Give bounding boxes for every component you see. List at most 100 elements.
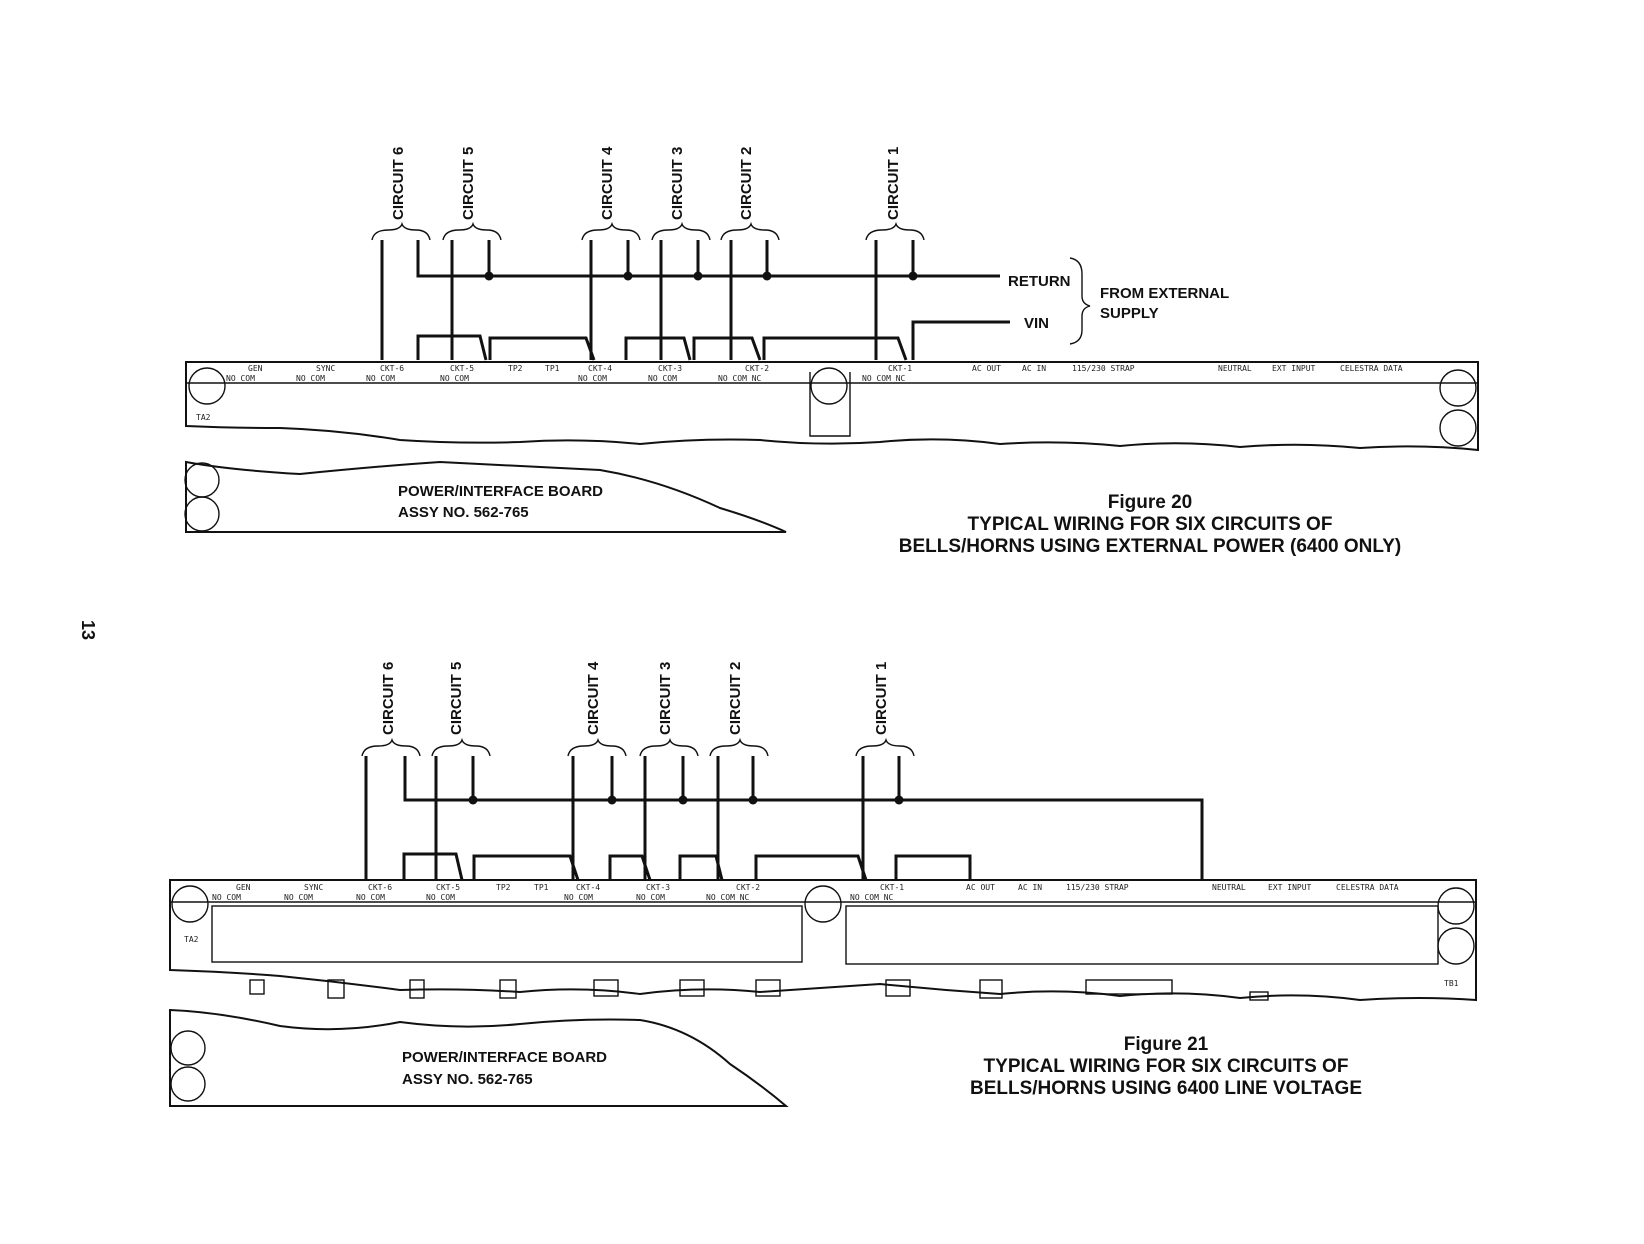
fig21-field-wires <box>364 756 865 880</box>
svg-text:SYNC: SYNC <box>316 364 335 373</box>
svg-text:NO COM: NO COM <box>296 374 325 383</box>
fig21-board-components <box>249 979 1269 1001</box>
svg-text:NO COM: NO COM <box>212 893 241 902</box>
svg-text:NEUTRAL: NEUTRAL <box>1218 364 1252 373</box>
fig21-circuit-5-label: CIRCUIT 5 <box>448 662 465 735</box>
fig20-supply-label-1: FROM EXTERNAL <box>1100 285 1229 302</box>
fig20-circuit-6-label: CIRCUIT 6 <box>390 147 407 220</box>
fig21-circuit-2-label: CIRCUIT 2 <box>727 662 744 735</box>
fig20-jumper-chain <box>416 334 908 361</box>
fig20-vin-label: VIN <box>1024 315 1049 332</box>
fig21-board-strip <box>169 879 1477 1002</box>
svg-text:TP2: TP2 <box>508 364 523 373</box>
svg-text:NO COM: NO COM <box>366 374 395 383</box>
svg-text:CKT-4: CKT-4 <box>576 883 600 892</box>
fig21-tb1-label: TB1 <box>1444 979 1459 988</box>
fig20-ta2-label: TA2 <box>196 413 211 422</box>
fig21-jumper-chain <box>402 852 972 881</box>
fig20-circuit-5-label: CIRCUIT 5 <box>460 147 477 220</box>
fig21-caption-line-1: TYPICAL WIRING FOR SIX CIRCUITS OF <box>984 1056 1349 1077</box>
svg-text:NO COM NC: NO COM NC <box>706 893 750 902</box>
fig20-terminal-labels: GEN SYNC CKT-6 CKT-5 TP2 TP1 CKT-4 CKT-3… <box>226 364 1403 383</box>
fig21-board-piece <box>169 1008 789 1107</box>
svg-text:CKT-1: CKT-1 <box>880 883 904 892</box>
fig21-circuit-3-label: CIRCUIT 3 <box>657 662 674 735</box>
svg-text:CKT-6: CKT-6 <box>368 883 392 892</box>
fig20-vin-line <box>911 320 1010 360</box>
fig20-field-wires <box>380 240 878 360</box>
fig20-circuit-3-label: CIRCUIT 3 <box>669 147 686 220</box>
fig20-circuit-2-label: CIRCUIT 2 <box>738 147 755 220</box>
fig20-caption-title: Figure 20 <box>1108 492 1192 513</box>
svg-text:NO COM NC: NO COM NC <box>862 374 906 383</box>
fig21-board-name: POWER/INTERFACE BOARD <box>402 1049 607 1066</box>
svg-text:CKT-3: CKT-3 <box>646 883 670 892</box>
fig20-circuit-1-label: CIRCUIT 1 <box>885 147 902 220</box>
fig20-supply-label-2: SUPPLY <box>1100 305 1159 322</box>
fig20-braces <box>371 221 925 241</box>
fig21-bus-drops <box>468 756 904 805</box>
fig20-board-piece <box>185 460 787 533</box>
figure-21: CIRCUIT 6 CIRCUIT 5 CIRCUIT 4 CIRCUIT 3 … <box>169 661 1477 1107</box>
svg-text:TP1: TP1 <box>534 883 549 892</box>
fig20-board-strip <box>185 361 1479 452</box>
svg-text:AC OUT: AC OUT <box>966 883 995 892</box>
fig21-terminal-labels: GEN SYNC CKT-6 CKT-5 TP2 TP1 CKT-4 CKT-3… <box>212 883 1399 902</box>
svg-text:CKT-5: CKT-5 <box>436 883 460 892</box>
page-number: 13 <box>78 620 98 640</box>
fig21-ta2-label: TA2 <box>184 935 199 944</box>
fig20-board-assy: ASSY NO. 562-765 <box>398 504 529 521</box>
svg-text:NO COM NC: NO COM NC <box>850 893 894 902</box>
fig21-caption-line-2: BELLS/HORNS USING 6400 LINE VOLTAGE <box>970 1078 1362 1099</box>
svg-text:CKT-2: CKT-2 <box>736 883 760 892</box>
fig20-circuit-4-label: CIRCUIT 4 <box>599 146 616 220</box>
svg-text:NO COM: NO COM <box>426 893 455 902</box>
fig20-supply-brace <box>1069 257 1091 345</box>
svg-text:NO COM: NO COM <box>284 893 313 902</box>
svg-text:CKT-5: CKT-5 <box>450 364 474 373</box>
fig20-bus-drops <box>484 240 918 281</box>
svg-text:CKT-4: CKT-4 <box>588 364 612 373</box>
fig21-board-assy: ASSY NO. 562-765 <box>402 1071 533 1088</box>
fig20-board-name: POWER/INTERFACE BOARD <box>398 483 603 500</box>
svg-text:TP2: TP2 <box>496 883 511 892</box>
svg-text:NO COM NC: NO COM NC <box>718 374 762 383</box>
svg-text:NEUTRAL: NEUTRAL <box>1212 883 1246 892</box>
fig20-caption-line-1: TYPICAL WIRING FOR SIX CIRCUITS OF <box>968 514 1333 535</box>
svg-text:CELESTRA DATA: CELESTRA DATA <box>1336 883 1399 892</box>
svg-text:115/230 STRAP: 115/230 STRAP <box>1072 364 1135 373</box>
fig20-return-bus <box>416 240 1000 278</box>
svg-text:CKT-1: CKT-1 <box>888 364 912 373</box>
svg-text:EXT INPUT: EXT INPUT <box>1272 364 1316 373</box>
svg-text:CKT-2: CKT-2 <box>745 364 769 373</box>
fig20-caption-line-2: BELLS/HORNS USING EXTERNAL POWER (6400 O… <box>899 536 1402 557</box>
svg-text:GEN: GEN <box>236 883 251 892</box>
svg-text:GEN: GEN <box>248 364 263 373</box>
svg-text:NO COM: NO COM <box>648 374 677 383</box>
fig21-braces <box>361 737 915 757</box>
svg-text:NO COM: NO COM <box>578 374 607 383</box>
svg-text:AC OUT: AC OUT <box>972 364 1001 373</box>
svg-text:CKT-6: CKT-6 <box>380 364 404 373</box>
svg-text:NO COM: NO COM <box>636 893 665 902</box>
svg-text:NO COM: NO COM <box>440 374 469 383</box>
svg-text:115/230 STRAP: 115/230 STRAP <box>1066 883 1129 892</box>
svg-text:TP1: TP1 <box>545 364 560 373</box>
svg-text:AC IN: AC IN <box>1018 883 1042 892</box>
svg-text:SYNC: SYNC <box>304 883 323 892</box>
svg-text:CKT-3: CKT-3 <box>658 364 682 373</box>
svg-text:EXT INPUT: EXT INPUT <box>1268 883 1312 892</box>
fig20-return-label: RETURN <box>1008 273 1071 290</box>
svg-text:AC IN: AC IN <box>1022 364 1046 373</box>
fig21-caption-title: Figure 21 <box>1124 1034 1209 1055</box>
fig21-circuit-4-label: CIRCUIT 4 <box>585 661 602 735</box>
fig21-return-bus <box>403 756 1204 880</box>
svg-text:NO COM: NO COM <box>356 893 385 902</box>
fig21-circuit-1-label: CIRCUIT 1 <box>873 662 890 735</box>
svg-text:NO COM: NO COM <box>564 893 593 902</box>
svg-text:CELESTRA DATA: CELESTRA DATA <box>1340 364 1403 373</box>
figure-20: CIRCUIT 6 CIRCUIT 5 CIRCUIT 4 CIRCUIT 3 … <box>184 146 1479 557</box>
svg-text:NO COM: NO COM <box>226 374 255 383</box>
fig21-circuit-6-label: CIRCUIT 6 <box>380 662 397 735</box>
